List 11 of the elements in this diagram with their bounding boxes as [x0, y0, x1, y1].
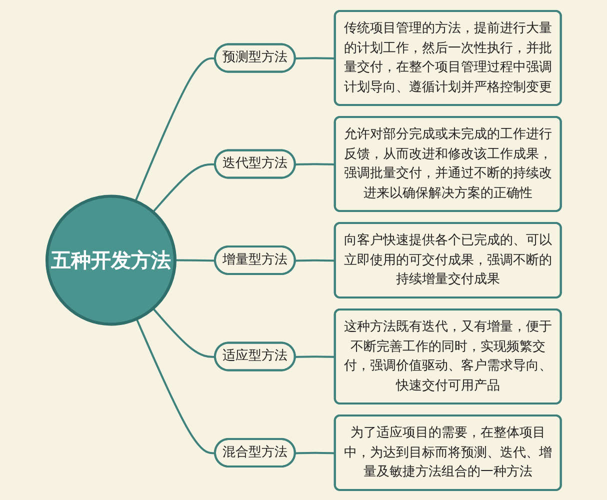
connector: [152, 162, 216, 212]
connector: [294, 162, 335, 165]
connector: [135, 318, 216, 454]
connector: [294, 258, 335, 262]
connector: [294, 56, 335, 59]
connector: [174, 258, 216, 262]
connector: [294, 451, 335, 454]
connector: [134, 56, 216, 202]
connector: [294, 355, 335, 358]
node-circle: 五种开发方法: [45, 194, 176, 326]
connector: [152, 307, 216, 358]
